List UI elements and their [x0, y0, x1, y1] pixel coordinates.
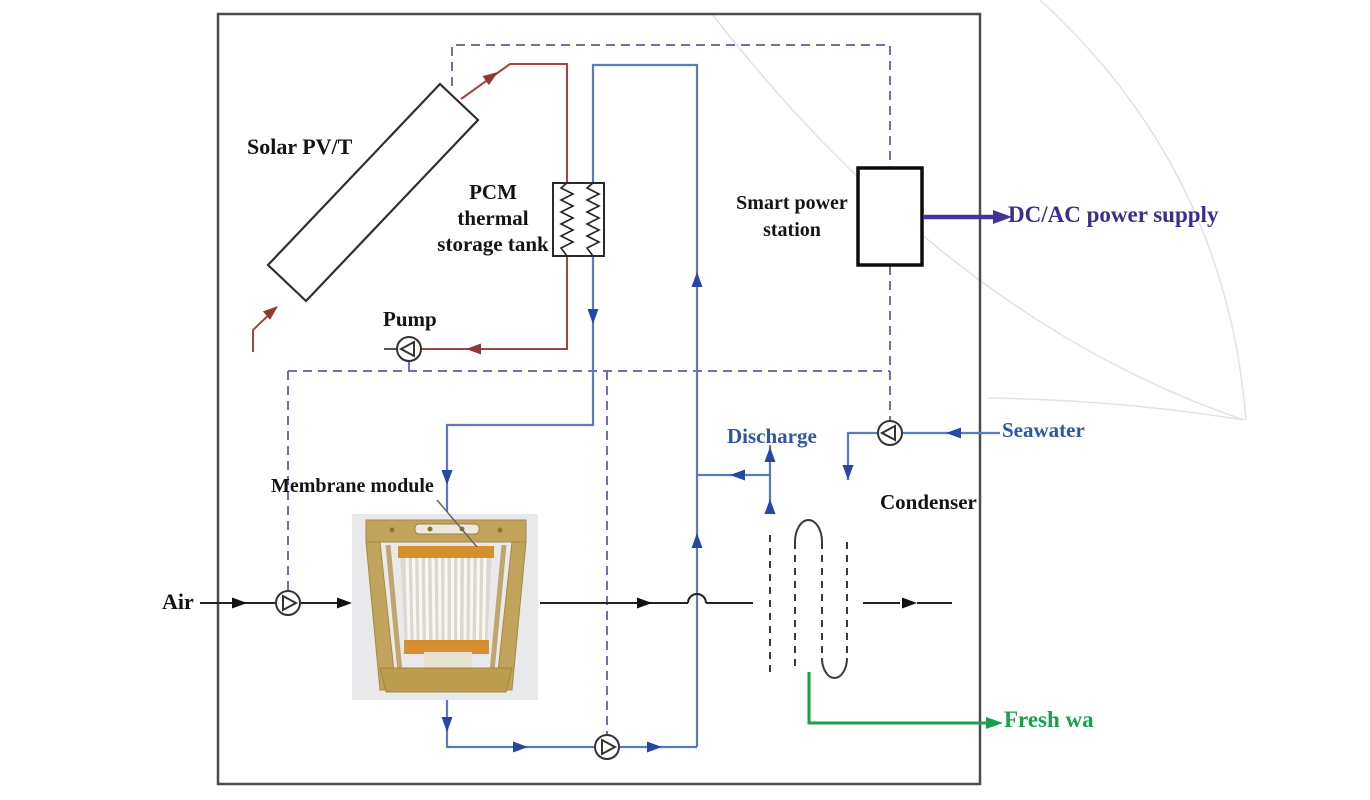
hot-loop-pump-icon	[396, 336, 422, 362]
background-faint-arcs	[711, 0, 1247, 421]
air-flow-lines	[200, 593, 952, 604]
membrane-fibers	[405, 555, 487, 641]
air-label: Air	[162, 589, 194, 614]
smart-power-station-label-line2: station	[763, 219, 821, 241]
fresh-water-label: Fresh wa	[1004, 707, 1094, 732]
condenser-label: Condenser	[880, 490, 977, 514]
cold-loop-pump-icon	[594, 734, 620, 760]
pcm-tank-label-line3: storage tank	[437, 232, 549, 256]
pump-label: Pump	[383, 307, 437, 331]
membrane-module-photo	[352, 514, 538, 700]
pcm-tank-label-line2: thermal	[457, 206, 529, 230]
pcm-tank-label-line1: PCM	[469, 180, 517, 204]
smart-power-station-box	[856, 166, 924, 267]
dc-ac-power-supply-label: DC/AC power supply	[1008, 202, 1219, 227]
solar-pvt-label: Solar PV/T	[247, 134, 353, 159]
arrowheads	[232, 72, 1012, 753]
electrical-dashed-lines	[287, 44, 891, 734]
condenser-coil	[769, 519, 848, 679]
cold-coil-zigzag	[585, 182, 601, 257]
membrane-label-pointer	[436, 499, 478, 548]
discharge-label: Discharge	[727, 424, 817, 448]
hot-coil-zigzag	[559, 182, 575, 257]
seawater-label: Seawater	[1002, 418, 1085, 442]
smart-power-station-label: Smart power station	[727, 190, 857, 244]
pcm-storage-tank	[552, 182, 605, 257]
solar-pvt-panel	[266, 82, 480, 303]
membrane-module-label: Membrane module	[271, 475, 434, 497]
pcm-tank-label: PCM thermal storage tank	[430, 179, 556, 257]
fresh-water-line	[807, 672, 990, 725]
smart-power-station-label-line1: Smart power	[736, 192, 848, 214]
diagram-frame	[216, 12, 982, 786]
air-pump-icon	[275, 590, 301, 616]
seawater-pump-icon	[877, 420, 903, 446]
